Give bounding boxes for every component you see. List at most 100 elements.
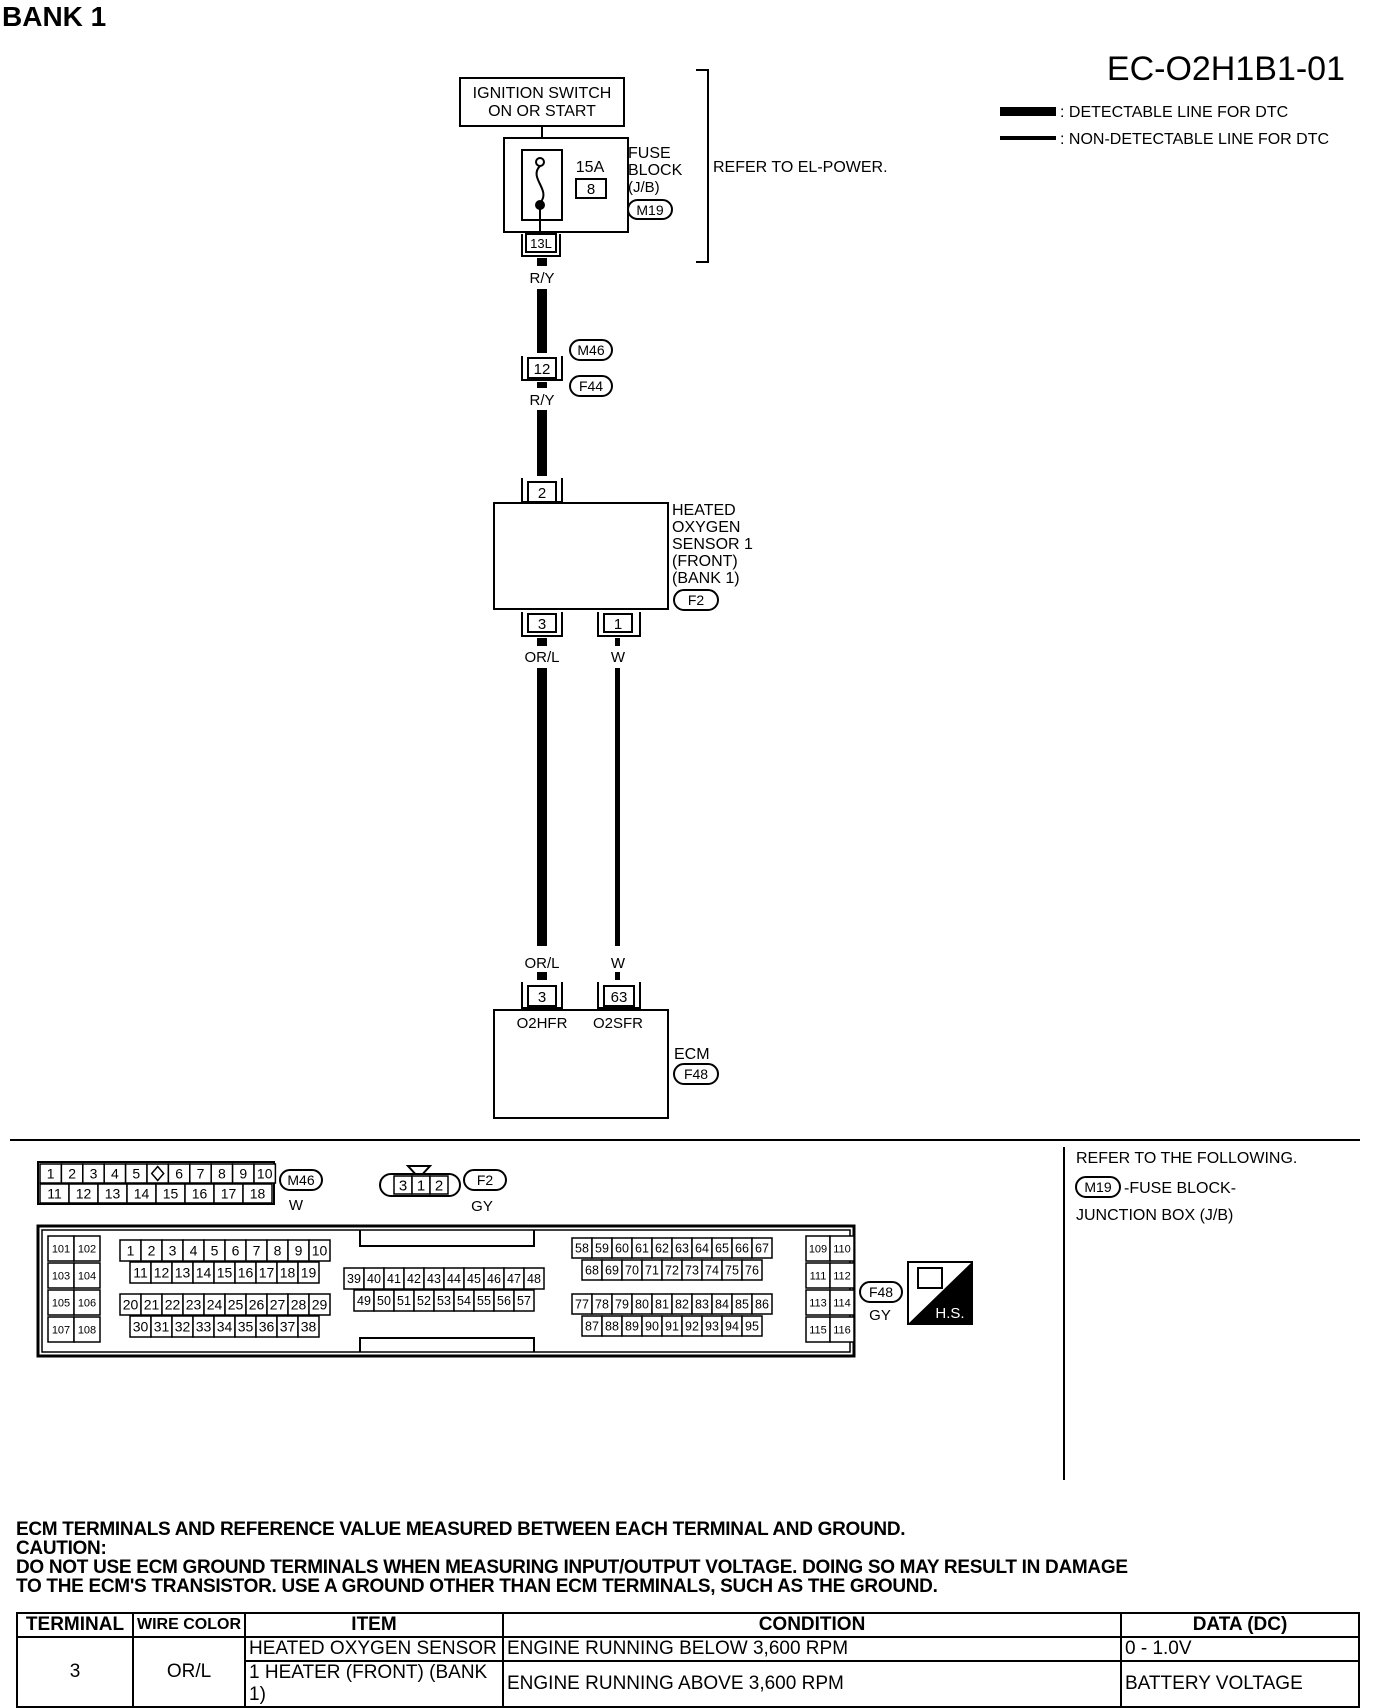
f48-pin-71-label: 71 bbox=[645, 1264, 659, 1278]
f2-pin-3-label: 3 bbox=[399, 1177, 407, 1194]
ecm-signal-right: O2SFR bbox=[593, 1015, 643, 1032]
f48-pin-102-cavity bbox=[73, 1235, 101, 1262]
fuse-block-label-1: FUSE bbox=[628, 145, 671, 162]
caption-line-1: ECM TERMINALS AND REFERENCE VALUE MEASUR… bbox=[16, 1519, 906, 1540]
f48-pin-114-label: 114 bbox=[833, 1297, 851, 1309]
f48-pin-102-label: 102 bbox=[78, 1243, 96, 1255]
f48-pin-61-label: 61 bbox=[635, 1242, 649, 1256]
f48-pin-110-label: 110 bbox=[833, 1243, 851, 1255]
f48-pin-51-label: 51 bbox=[397, 1294, 411, 1308]
f48-pin-4-label: 4 bbox=[190, 1243, 198, 1259]
fuse-terminal-id: 13L bbox=[530, 236, 552, 251]
f48-pin-64-label: 64 bbox=[695, 1242, 709, 1256]
m46-pin-3-label: 3 bbox=[90, 1166, 98, 1182]
f48-pin-49-label: 49 bbox=[357, 1294, 371, 1308]
f48-pin-66-label: 66 bbox=[735, 1242, 749, 1256]
ecm-wire-right: W bbox=[611, 955, 626, 972]
f48-pin-9-label: 9 bbox=[295, 1243, 303, 1259]
f48-pin-60-label: 60 bbox=[615, 1242, 629, 1256]
f48-pin-80-label: 80 bbox=[635, 1298, 649, 1312]
f48-pin-62-label: 62 bbox=[655, 1242, 669, 1256]
f48-pin-73-label: 73 bbox=[685, 1264, 699, 1278]
m46-pin-8-label: 8 bbox=[218, 1166, 226, 1182]
f48-pin-85-label: 85 bbox=[735, 1298, 749, 1312]
m46-pin-2-label: 2 bbox=[68, 1166, 76, 1182]
ecm-wire-left: OR/L bbox=[524, 955, 559, 972]
refer-connector-badge bbox=[1075, 1176, 1121, 1198]
header-item: ITEM bbox=[244, 1612, 504, 1638]
ecm-pin-right: 63 bbox=[611, 989, 628, 1006]
m46-pin-12-label: 12 bbox=[76, 1186, 92, 1202]
f48-pin-72-label: 72 bbox=[665, 1264, 679, 1278]
f48-pin-16-label: 16 bbox=[238, 1265, 254, 1281]
refer-line-1: REFER TO THE FOLLOWING. bbox=[1076, 1150, 1297, 1167]
refer-box: REFER TO THE FOLLOWING. M19 -FUSE BLOCK-… bbox=[1075, 1150, 1297, 1224]
f48-pin-25-label: 25 bbox=[228, 1297, 244, 1313]
f48-pin-75-label: 75 bbox=[725, 1264, 739, 1278]
f48-pin-20-label: 20 bbox=[123, 1297, 139, 1313]
sensor-pin-right: 1 bbox=[614, 616, 622, 633]
header-wire-color: WIRE COLOR bbox=[132, 1612, 246, 1638]
f48-pin-103-label: 103 bbox=[52, 1270, 70, 1282]
m46-pin-10-label: 10 bbox=[257, 1166, 273, 1182]
f48-pin-26-label: 26 bbox=[249, 1297, 265, 1313]
sensor-label-2: OXYGEN bbox=[672, 519, 740, 536]
f48-pin-111-label: 111 bbox=[810, 1270, 827, 1282]
sensor-wire-right: W bbox=[611, 649, 626, 666]
f48-pin-101-label: 101 bbox=[52, 1243, 70, 1255]
f48-pin-8-label: 8 bbox=[274, 1243, 282, 1259]
ecm-pin-left: 3 bbox=[538, 989, 546, 1006]
refer-line-3: JUNCTION BOX (J/B) bbox=[1076, 1207, 1233, 1224]
f48-pin-29-label: 29 bbox=[312, 1297, 328, 1313]
f48-pin-65-label: 65 bbox=[715, 1242, 729, 1256]
sensor-connector-id: F2 bbox=[688, 592, 705, 608]
sensor-pin-top: 2 bbox=[538, 485, 546, 502]
legend: : DETECTABLE LINE FOR DTC : NON-DETECTAB… bbox=[1000, 104, 1329, 148]
f48-pin-10-label: 10 bbox=[312, 1243, 328, 1259]
f48-pin-48-cavity bbox=[523, 1267, 545, 1290]
m46-pin-11-label: 11 bbox=[47, 1186, 62, 1202]
f48-pin-89-label: 89 bbox=[625, 1320, 639, 1334]
f48-pin-59-label: 59 bbox=[595, 1242, 609, 1256]
ecm-signal-left: O2HFR bbox=[517, 1015, 568, 1032]
ecm-unit: OR/L W 3 63 O2HFR O2SFR ECM F48 bbox=[493, 955, 719, 1119]
f48-pin-115-label: 115 bbox=[809, 1324, 827, 1336]
f48-pin-50-label: 50 bbox=[377, 1294, 391, 1308]
table-header-row: TERMINAL WIRE COLOR ITEM CONDITION DATA … bbox=[16, 1612, 1360, 1638]
fuse-block-label-3: (J/B) bbox=[628, 179, 660, 196]
f48-pin-67-cavity bbox=[751, 1237, 773, 1259]
f48-pin-86-label: 86 bbox=[755, 1298, 769, 1312]
f48-pin-112-cavity bbox=[829, 1262, 855, 1289]
f48-pin-116-label: 116 bbox=[833, 1324, 851, 1336]
f2-pin-2-cavity bbox=[429, 1175, 449, 1195]
m46-pin-17-label: 17 bbox=[221, 1186, 237, 1202]
caption-line-4: TO THE ECM'S TRANSISTOR. USE A GROUND OT… bbox=[16, 1576, 938, 1597]
f48-pin-13-label: 13 bbox=[175, 1265, 191, 1281]
f48-pin-57-label: 57 bbox=[517, 1294, 531, 1308]
f48-pin-58-label: 58 bbox=[575, 1242, 589, 1256]
sensor-wire-left: OR/L bbox=[524, 649, 559, 666]
f48-pin-95-cavity bbox=[741, 1315, 763, 1337]
sensor-label-3: SENSOR 1 bbox=[672, 536, 753, 553]
f48-pin-55-label: 55 bbox=[477, 1294, 491, 1308]
f48-pin-40-label: 40 bbox=[367, 1272, 381, 1286]
ecm-label: ECM bbox=[674, 1046, 710, 1063]
f48-pin-67-label: 67 bbox=[755, 1242, 769, 1256]
f48-pin-39-label: 39 bbox=[347, 1272, 361, 1286]
f48-pin-32-label: 32 bbox=[175, 1319, 191, 1335]
f48-pin-2-label: 2 bbox=[148, 1243, 156, 1259]
heated-oxygen-sensor: 2 HEATED OXYGEN SENSOR 1 (FRONT) (BANK 1… bbox=[493, 478, 753, 637]
f48-pin-94-label: 94 bbox=[725, 1320, 739, 1334]
non-detectable-line-sample bbox=[1000, 136, 1056, 140]
m46-pin-18-label: 18 bbox=[250, 1186, 266, 1202]
f48-pin-38-label: 38 bbox=[301, 1319, 317, 1335]
wire-orl bbox=[537, 668, 547, 946]
refer-connector-id: M19 bbox=[1084, 1179, 1111, 1195]
joint-top-badge bbox=[569, 339, 613, 361]
sensor-connector-badge bbox=[673, 589, 719, 611]
legend-detectable: : DETECTABLE LINE FOR DTC bbox=[1060, 104, 1288, 121]
header-terminal: TERMINAL bbox=[16, 1612, 134, 1638]
f48-pin-1-label: 1 bbox=[127, 1243, 135, 1259]
cell-item-1: HEATED OXYGEN SENSOR bbox=[244, 1636, 504, 1662]
